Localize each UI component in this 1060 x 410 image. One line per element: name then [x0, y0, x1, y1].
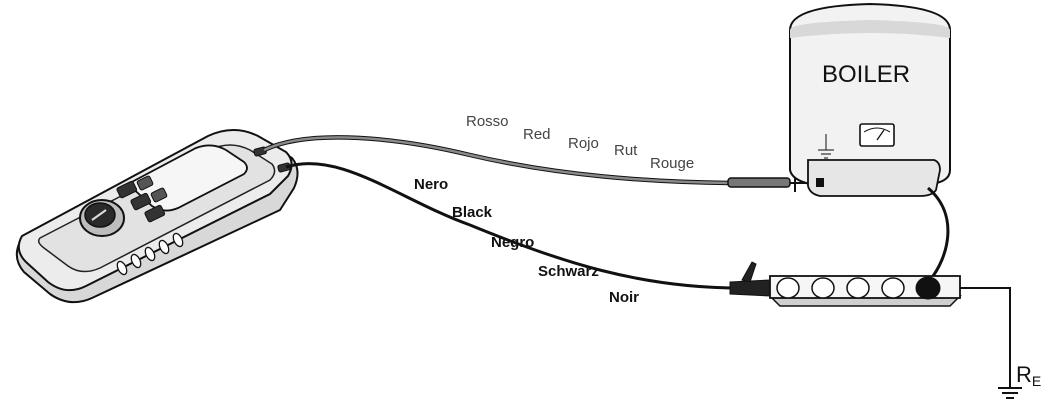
red-lead-label: Rojo: [568, 135, 599, 152]
red-lead-label: Red: [523, 126, 551, 143]
black-lead-label: Black: [452, 204, 493, 221]
black-lead-label: Negro: [491, 234, 534, 251]
ground-symbol-icon: [818, 134, 834, 159]
earth-resistance-label: RE: [1016, 362, 1041, 389]
black-lead-labels: Nero Black Negro Schwarz Noir: [414, 176, 639, 306]
pressure-gauge-icon: [859, 123, 895, 147]
test-meter-icon: [15, 129, 299, 304]
black-test-lead: [285, 162, 790, 297]
red-test-lead: [263, 135, 818, 192]
boiler-title: BOILER: [822, 61, 910, 88]
boiler-unit: BOILER: [789, 2, 951, 197]
black-lead-label: Noir: [609, 289, 639, 306]
red-lead-wire: [263, 136, 790, 185]
earth-ground-icon: [998, 387, 1022, 399]
red-lead-labels: Rosso Red Rojo Rut Rouge: [466, 113, 694, 172]
black-lead-label: Nero: [414, 176, 448, 193]
red-lead-label: Rosso: [466, 113, 509, 130]
black-lead-label: Schwarz: [538, 263, 599, 280]
red-lead-label: Rut: [614, 142, 638, 159]
red-lead-label: Rouge: [650, 155, 694, 172]
earth-conductor: [960, 287, 1011, 388]
earthing-bar: [768, 275, 962, 307]
boiler-earth-cable: [927, 186, 950, 281]
